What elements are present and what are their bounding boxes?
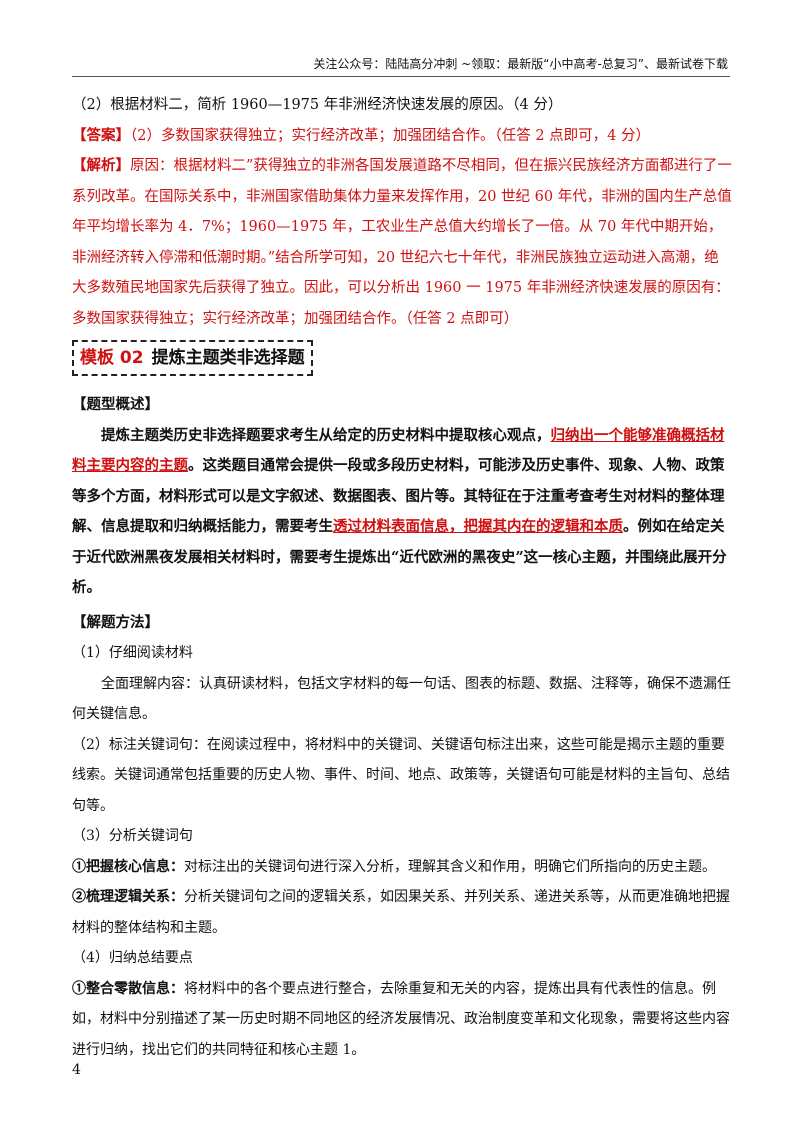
template-title: 提炼主题类非选择题 xyxy=(151,348,305,368)
page-number: 4 xyxy=(72,1062,81,1078)
method-step4-a-label: ①整合零散信息： xyxy=(72,980,184,997)
header-rule xyxy=(72,76,730,77)
method-step3-title: （3）分析关键词句 xyxy=(72,828,193,844)
overview-heading: 【题型概述】 xyxy=(72,396,159,413)
overview-highlight-2: 透过材料表面信息，把握其内在的逻辑和本质 xyxy=(333,518,623,535)
page-header: 关注公众号：陆陆高分冲刺 ~领取：最新版“小中高考-总复习”、最新试卷下载 xyxy=(313,57,728,71)
method-step3-b-body: 分析关键词句之间的逻辑关系，如因果关系、并列关系、递进关系等，从而更准确地把握材… xyxy=(72,889,730,936)
method-step4-title: （4）归纳总结要点 xyxy=(72,950,193,966)
method-step3-b: ②梳理逻辑关系：分析关键词句之间的逻辑关系，如因果关系、并列关系、递进关系等，从… xyxy=(72,882,732,943)
overview-part3: 。例如在给定关于近代欧洲黑夜发展相关材料时，需要考生提炼出“近代欧洲的黑夜史”这… xyxy=(72,518,727,596)
answer-text: （2）多数国家获得独立；实行经济改革；加强团结合作。（任答 2 点即可，4 分） xyxy=(130,127,651,144)
answer-paragraph: 【答案】（2）多数国家获得独立；实行经济改革；加强团结合作。（任答 2 点即可，… xyxy=(72,121,732,152)
analysis-label: 【解析】 xyxy=(72,157,130,174)
method-step3-a-label: ①把握核心信息： xyxy=(72,858,184,875)
method-step3-a-body: 对标注出的关键词句进行深入分析，理解其含义和作用，明确它们所指向的历史主题。 xyxy=(184,858,716,875)
overview-part2: 。这类题目通常会提供一段或多段历史材料，可能涉及历史事件、现象、人物、政策等多个… xyxy=(72,457,725,535)
answer-label: 【答案】 xyxy=(72,126,130,144)
method-step3-b-label: ②梳理逻辑关系： xyxy=(72,889,184,905)
overview-part1: 提炼主题类历史非选择题要求考生从给定的历史材料中提取核心观点， xyxy=(101,426,551,444)
analysis-paragraph: 【解析】原因：根据材料二”获得独立的非洲各国发展道路不尽相同，但在振兴民族经济方… xyxy=(72,151,732,334)
method-step4-a: ①整合零散信息：将材料中的各个要点进行整合，去除重复和无关的内容，提炼出具有代表… xyxy=(72,974,732,1066)
method-step4-a-body: 将材料中的各个要点进行整合，去除重复和无关的内容，提炼出具有代表性的信息。例如，… xyxy=(72,980,730,1058)
template-heading-box: 模板 02 提炼主题类非选择题 xyxy=(72,340,313,376)
page-content: （2）根据材料二，简析 1960—1975 年非洲经济快速发展的原因。（4 分）… xyxy=(72,90,732,1065)
method-step1-body: 全面理解内容：认真研读材料，包括文字材料的每一句话、图表的标题、数据、注释等，确… xyxy=(72,675,731,723)
method-step1-title: （1）仔细阅读材料 xyxy=(72,645,193,661)
method-heading: 【解题方法】 xyxy=(72,613,159,631)
overview-highlight-1: 归纳出一个能够准确概括材料主要内容的主题 xyxy=(72,426,725,475)
question-text: （2）根据材料二，简析 1960—1975 年非洲经济快速发展的原因。（4 分） xyxy=(72,97,563,113)
overview-paragraph: 提炼主题类历史非选择题要求考生从给定的历史材料中提取核心观点，归纳出一个能够准确… xyxy=(72,421,732,604)
template-number: 模板 02 xyxy=(80,348,144,368)
method-step2-body: （2）标注关键词句：在阅读过程中，将材料中的关键词、关键语句标注出来，这些可能是… xyxy=(72,736,730,814)
analysis-text: 原因：根据材料二”获得独立的非洲各国发展道路不尽相同，但在振兴民族经济方面都进行… xyxy=(72,158,732,327)
method-step3-a: ①把握核心信息：对标注出的关键词句进行深入分析，理解其含义和作用，明确它们所指向… xyxy=(72,852,732,883)
